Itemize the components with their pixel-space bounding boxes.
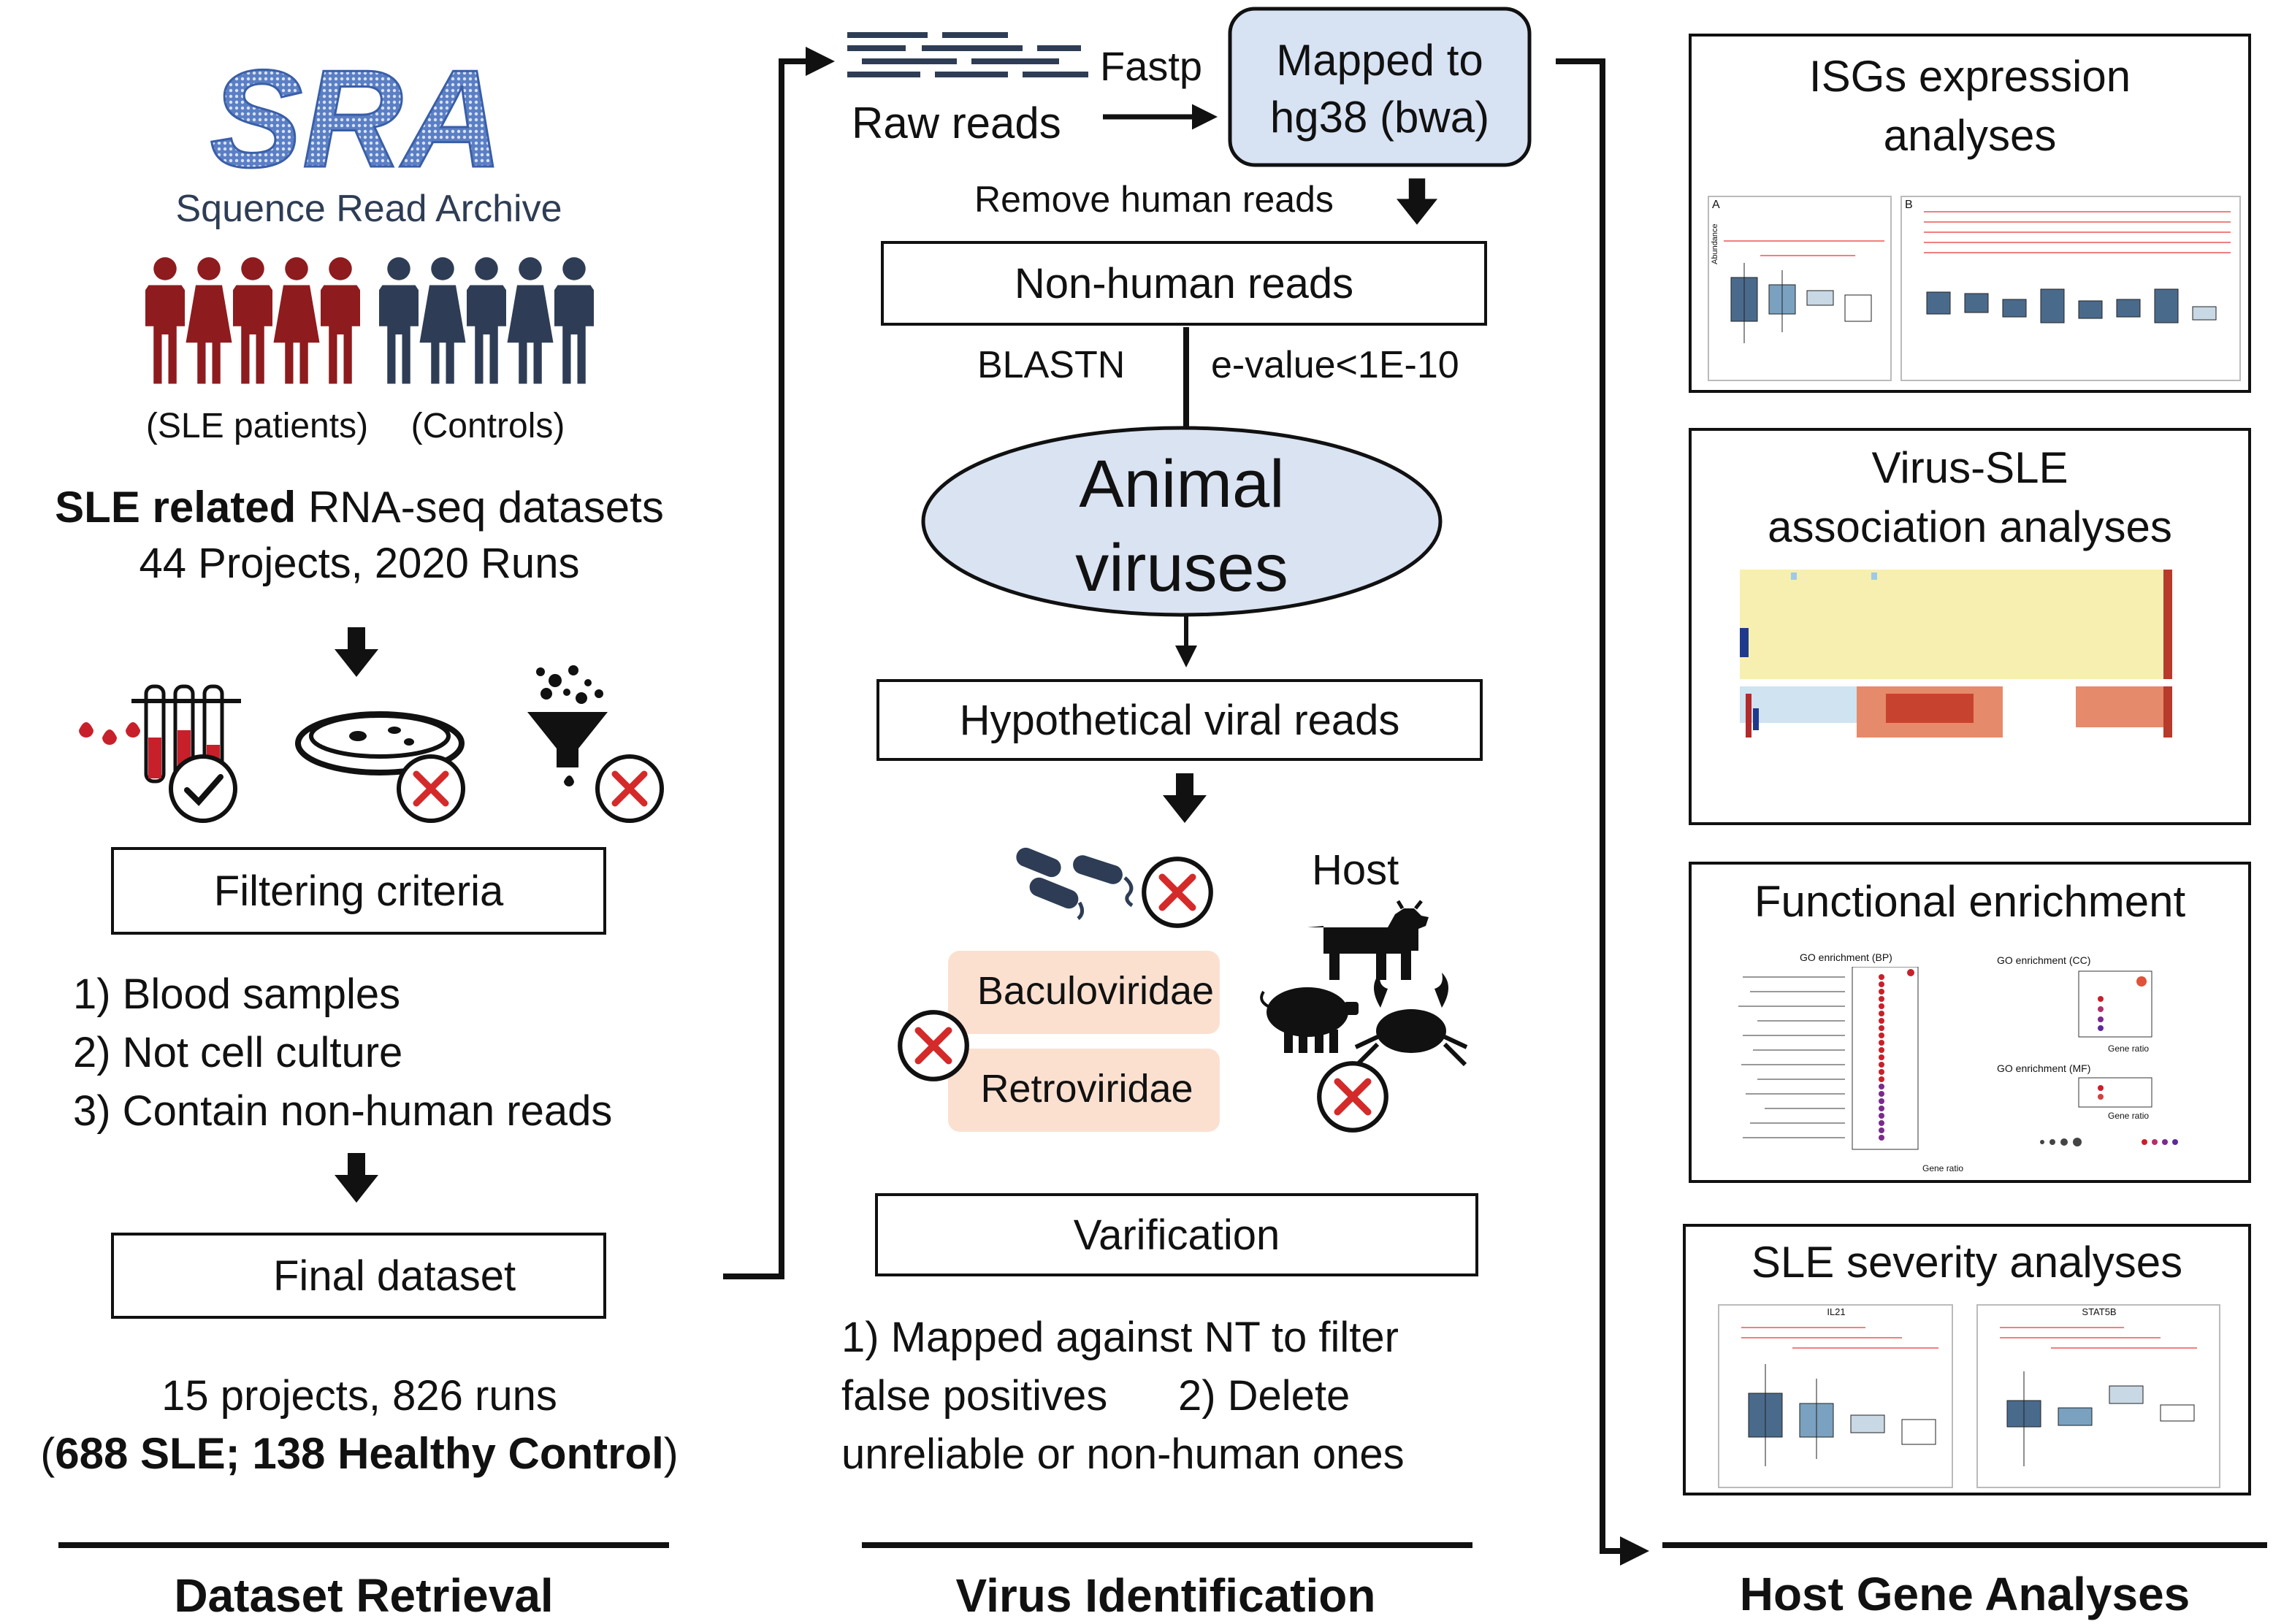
host-cross-icon	[1319, 1063, 1386, 1130]
association-heatmap	[1740, 570, 2172, 774]
bacteria-icon	[1016, 847, 1134, 920]
il21-title: IL21	[1827, 1306, 1846, 1317]
isg-b-label: B	[1905, 199, 1913, 211]
controls-group	[379, 257, 594, 384]
baculoviridae-label: Baculoviridae	[977, 969, 1215, 1013]
host-label: Host	[1312, 846, 1399, 894]
animal-viruses-label: Animal viruses	[1075, 447, 1288, 605]
datasets-line1-bold: SLE related	[55, 483, 297, 532]
animal-viruses-oval	[921, 426, 1443, 617]
baculoviridae-box	[948, 951, 1220, 1034]
sle-severity-panel: SLE severity analyses IL21 STAT5B	[1683, 1224, 2251, 1495]
connector-to-analyses	[1556, 58, 1649, 1566]
criterion-3: 3) Contain non-human reads	[73, 1087, 613, 1135]
fastp-label: Fastp	[1100, 43, 1203, 89]
final-line2-bold: 688 SLE; 138 Healthy Control	[55, 1429, 664, 1478]
datasets-line1: SLE related RNA-seq datasets	[55, 483, 664, 532]
isg-boxplot-b: B	[1900, 196, 2241, 381]
sra-logo-text: SRA	[210, 42, 503, 196]
final-line2-close: )	[663, 1429, 679, 1478]
mapped-hg38-label: Mapped to hg38 (bwa)	[1269, 36, 1490, 142]
arrow-down-1	[335, 627, 378, 677]
final-line2-open: (	[40, 1429, 56, 1478]
filter-funnel-icon	[527, 665, 662, 821]
criterion-2: 2) Not cell culture	[73, 1029, 403, 1076]
stat5b-title: STAT5B	[2082, 1306, 2117, 1317]
section-host-gene-analyses: Host Gene Analyses	[1739, 1568, 2190, 1620]
section-virus-identification: Virus Identification	[955, 1569, 1376, 1622]
bacteria-cross-icon	[1144, 859, 1211, 926]
cow-icon	[1307, 900, 1429, 980]
datasets-line1-rest: RNA-seq datasets	[296, 483, 664, 532]
sle-patients-group	[145, 257, 360, 384]
crab-icon	[1354, 973, 1468, 1067]
functional-enrichment-panel: Functional enrichment GO enrichment (BP)…	[1689, 862, 2251, 1183]
section-dataset-retrieval: Dataset Retrieval	[174, 1569, 554, 1622]
evalue-label: e-value<1E-10	[1211, 344, 1459, 386]
controls-label: (Controls)	[410, 407, 565, 445]
verification-line1: 1) Mapped against NT to filter	[841, 1314, 1399, 1361]
severity-panel-title: SLE severity analyses	[1751, 1238, 2183, 1287]
virus-sle-association-panel: Virus-SLE association analyses	[1689, 428, 2251, 825]
arrow-to-filters	[1163, 773, 1207, 823]
blood-tube-icon	[79, 684, 241, 821]
go-bp-label: GO enrichment (BP)	[1800, 951, 1892, 963]
go-mf-label: GO enrichment (MF)	[1997, 1062, 2091, 1074]
verification-line3: unreliable or non-human ones	[841, 1430, 1405, 1478]
petri-dish-icon	[295, 711, 463, 821]
final-dataset-label: Final dataset	[273, 1252, 516, 1300]
isg-expression-panel: ISGs expression analyses A Abundance B	[1689, 34, 2251, 393]
verification-box: Varification	[875, 1193, 1478, 1276]
isg-boxplot-a: A Abundance	[1708, 196, 1892, 381]
go-cc-label: GO enrichment (CC)	[1997, 954, 2091, 966]
sra-logo: SRA	[209, 41, 504, 198]
final-line1: 15 projects, 826 runs	[161, 1372, 557, 1420]
isg-b-boxes	[1924, 211, 2231, 323]
go-bp-gene-ratio: Gene ratio	[1922, 1163, 1964, 1173]
raw-reads-label: Raw reads	[852, 99, 1061, 148]
func-panel-title: Functional enrichment	[1754, 877, 2186, 926]
remove-human-label: Remove human reads	[974, 179, 1334, 220]
isg-a-ylabel: Abundance	[1711, 223, 1719, 264]
blastn-label: BLASTN	[977, 344, 1126, 386]
go-mf-gene-ratio: Gene ratio	[2108, 1111, 2150, 1121]
final-line2: (688 SLE; 138 Healthy Control)	[40, 1430, 679, 1478]
isg-a-label: A	[1712, 199, 1720, 211]
go-mf-dotplot	[2078, 1077, 2152, 1108]
retroviridae-box	[948, 1049, 1220, 1132]
mapped-hg38-box	[1228, 7, 1532, 167]
families-cross-icon	[900, 1012, 967, 1079]
arrow-remove-human	[1397, 178, 1437, 225]
retroviridae-label: Retroviridae	[980, 1067, 1193, 1111]
go-cc-dotplot	[2078, 970, 2152, 1038]
raw-reads-icon	[847, 32, 1088, 77]
il21-boxes	[1741, 1327, 1938, 1466]
verification-line2: false positives 2) Delete	[841, 1372, 1351, 1420]
il21-boxplot: IL21	[1718, 1304, 1953, 1488]
assoc-panel-title: Virus-SLE association analyses	[1768, 443, 2172, 551]
sra-subtitle: Squence Read Archive	[175, 188, 562, 230]
hypothetical-viral-reads-box: Hypothetical viral reads	[876, 679, 1483, 761]
stat5b-boxplot: STAT5B	[1976, 1304, 2220, 1488]
stat5b-boxes	[2000, 1327, 2197, 1466]
isg-a-boxes	[1724, 240, 1884, 343]
final-dataset-box: Final dataset	[111, 1233, 606, 1319]
isg-panel-title: ISGs expression analyses	[1808, 52, 2131, 160]
arrow-down-2	[335, 1153, 378, 1203]
sle-patients-label: (SLE patients)	[145, 407, 369, 445]
criterion-1: 1) Blood samples	[73, 970, 401, 1018]
go-cc-gene-ratio: Gene ratio	[2108, 1043, 2150, 1054]
datasets-line2: 44 Projects, 2020 Runs	[139, 540, 580, 587]
go-bp-dotplot	[1738, 967, 1919, 1150]
go-legend	[2040, 1138, 2178, 1146]
non-human-reads-box: Non-human reads	[881, 241, 1487, 326]
filtering-criteria-box: Filtering criteria	[111, 847, 606, 935]
connector-final-to-raw	[723, 47, 835, 1279]
pig-icon	[1260, 987, 1359, 1053]
